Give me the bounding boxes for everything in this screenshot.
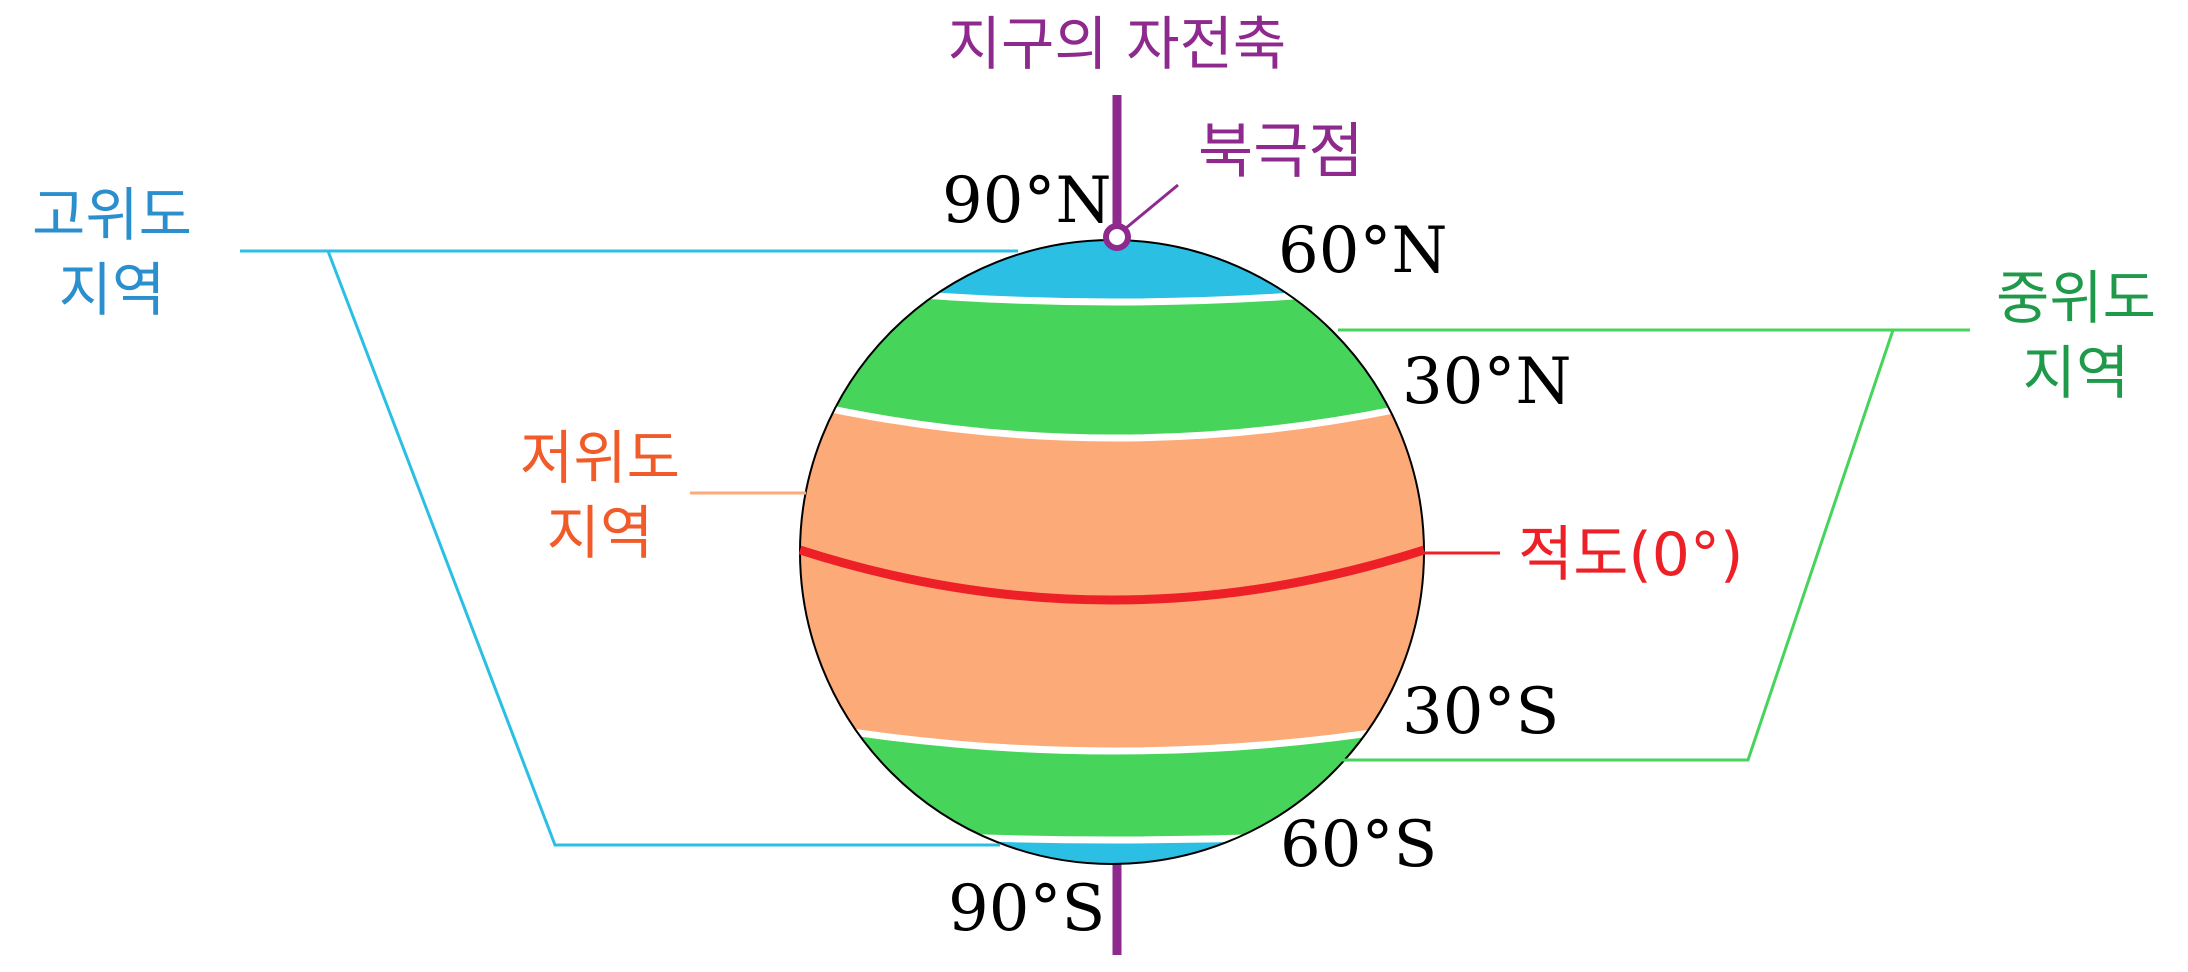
line-30n <box>800 396 1424 442</box>
north-pole-label: 북극점 <box>1198 117 1364 187</box>
mid-latitude-label-line1: 중위도 <box>1996 264 2156 332</box>
high-latitude-label-line2: 지역 <box>59 256 166 324</box>
high-latitude-label-line1: 고위도 <box>32 181 192 249</box>
lat-label-60s: 60°S <box>1280 808 1437 882</box>
equator-line <box>798 545 1426 605</box>
lat-label-60n: 60°N <box>1278 214 1447 288</box>
equator-label: 적도(0°) <box>1518 520 1743 590</box>
high-latitude-bracket-path <box>240 249 1018 847</box>
lat-label-90s: 90°S <box>948 872 1105 946</box>
mid-latitude-bracket <box>1338 328 1970 762</box>
mid-latitude-label-line2: 지역 <box>2023 339 2130 407</box>
low-latitude-label-line2: 지역 <box>547 499 654 567</box>
lat-label-90n: 90°N <box>942 164 1111 238</box>
band-mid-latitude-south <box>800 722 1424 840</box>
line-30s <box>800 718 1424 755</box>
north-pole-marker <box>1103 223 1131 251</box>
lat-label-30s: 30°S <box>1402 675 1559 749</box>
north-pole-leader <box>1125 183 1179 230</box>
lat-label-30n: 30°N <box>1402 345 1571 419</box>
low-latitude-label-line1: 저위도 <box>520 424 680 492</box>
globe <box>800 240 1424 864</box>
rotation-axis-label: 지구의 자전축 <box>948 10 1287 78</box>
band-mid-latitude-north <box>800 282 1424 438</box>
